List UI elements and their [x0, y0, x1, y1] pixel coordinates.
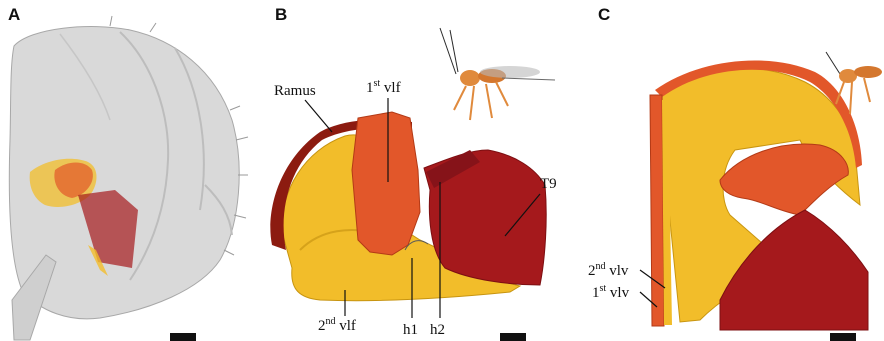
- scale-bar-b: [500, 333, 526, 341]
- panel-a: A: [8, 5, 248, 341]
- label-h1: h1: [403, 322, 418, 338]
- label-vlf1: 1st vlf: [366, 78, 401, 96]
- label-vlf2: 2nd vlf: [318, 316, 356, 334]
- panel-c-letter: C: [598, 5, 610, 24]
- first-valvifer-c: [720, 144, 848, 215]
- valvulae-c: [650, 95, 664, 326]
- label-t9: T9: [540, 176, 557, 192]
- first-valvifer-b: [352, 112, 420, 255]
- label-vlv1: 1st vlv: [592, 283, 630, 301]
- scale-bar-a: [170, 333, 196, 341]
- label-h2: h2: [430, 322, 445, 338]
- panel-a-letter: A: [8, 5, 20, 24]
- scale-bar-c: [830, 333, 856, 341]
- label-vlv2: 2nd vlv: [588, 261, 629, 279]
- panel-b-letter: B: [275, 5, 287, 24]
- panel-b: B Ramus 1st vlf T9 2: [270, 5, 556, 341]
- wasp-photo-b: [440, 28, 555, 120]
- panel-c: C 2nd vlv 1st vlv: [588, 5, 882, 341]
- leader-ramus: [305, 100, 332, 132]
- label-ramus: Ramus: [274, 83, 316, 99]
